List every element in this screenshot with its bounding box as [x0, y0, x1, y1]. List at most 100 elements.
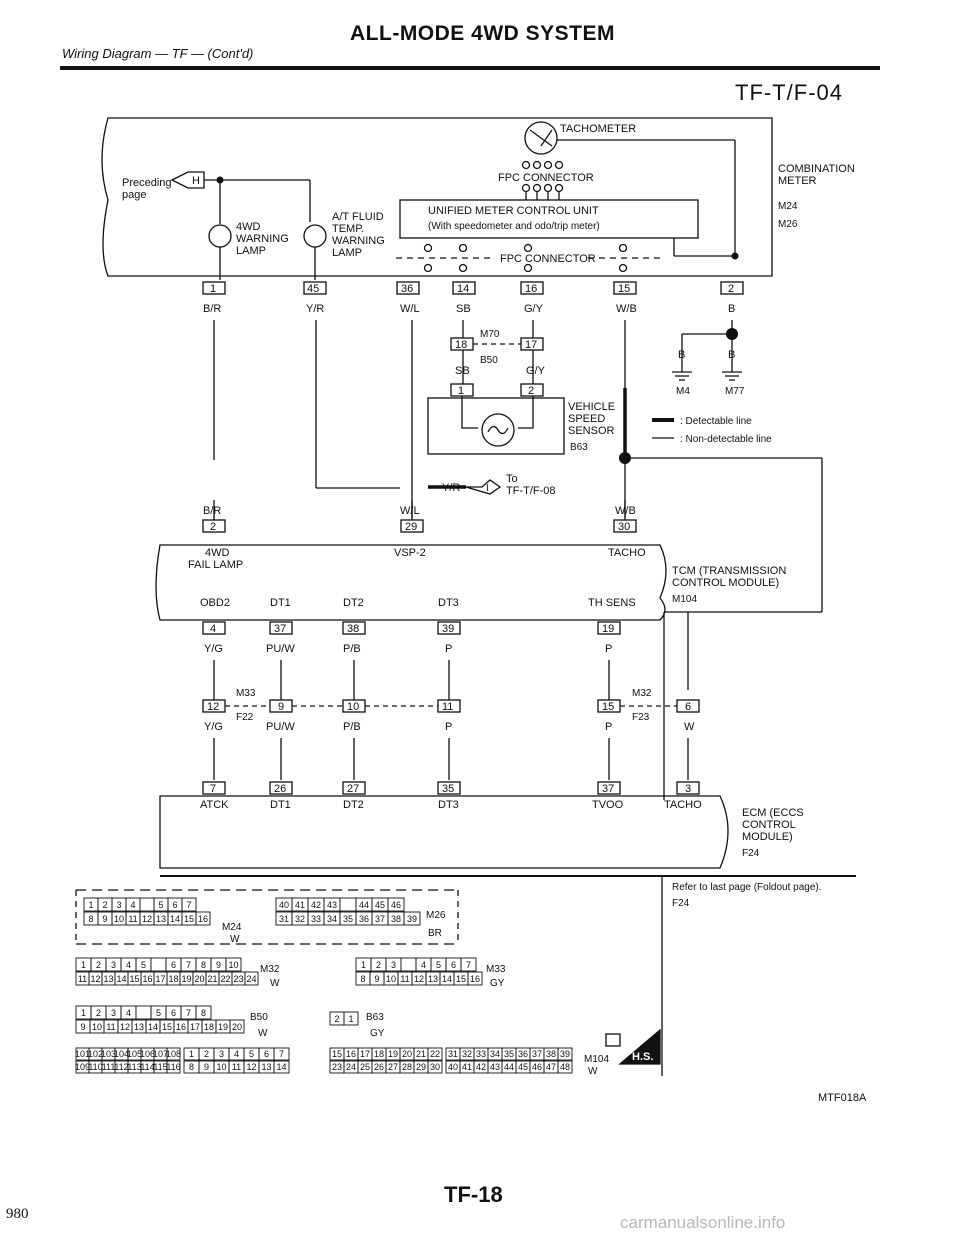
m104-c-bottom-pin: 27: [388, 1062, 398, 1072]
m104-d-bottom-pin: 41: [462, 1062, 472, 1072]
pin-row1: 16: [525, 283, 537, 295]
pin-tcm-top: 29: [405, 521, 417, 533]
m26-top-pin: 46: [391, 900, 401, 910]
pin-row4: 6: [685, 701, 691, 713]
lamp-atf-3: WARNING: [332, 235, 385, 247]
header-rule: [60, 66, 880, 70]
m24-bottom-cell: [195, 911, 211, 926]
pin-mid: 17: [525, 339, 537, 351]
m104-d-bottom-pin: 47: [546, 1062, 556, 1072]
b50-bottom-pin: 20: [232, 1022, 242, 1032]
m32-face-label: M32: [260, 964, 280, 975]
page-number: TF-18: [444, 1182, 503, 1207]
m104-c-top-pin: 21: [416, 1049, 426, 1059]
m104-c-bottom-pin: 23: [332, 1062, 342, 1072]
conn-f23: F23: [632, 712, 650, 723]
m26-bottom-pin: 38: [391, 914, 401, 924]
m32-top-pin: 1: [81, 960, 86, 970]
to-label-1: To: [506, 473, 518, 485]
m33-top-pin: 4: [421, 960, 426, 970]
m104-b-top-pin: 5: [249, 1049, 254, 1059]
m33-bottom-pin: 8: [360, 974, 365, 984]
b63-color: GY: [370, 1028, 385, 1039]
wire-row1: Y/R: [306, 303, 324, 315]
m104-d-top-cell: [557, 1047, 573, 1061]
wire-tcm-top: B/R: [203, 505, 221, 517]
m33-top-cell: [460, 957, 477, 972]
ecm-label: DT2: [343, 799, 364, 811]
m104-d-top-pin: 34: [490, 1049, 500, 1059]
m104-a-bottom-pin: 112: [114, 1062, 128, 1072]
m32-top-pin: 9: [216, 960, 221, 970]
m26-top-pin: 44: [359, 900, 369, 910]
m33-top-pin: 3: [391, 960, 396, 970]
m33-bottom-pin: 16: [470, 974, 480, 984]
m33-top-cell: [400, 957, 417, 972]
to-tag: I: [486, 483, 489, 494]
pin-tcm-bottom: 38: [347, 623, 359, 635]
conn-m77: M77: [725, 386, 745, 397]
wire-row1: W/L: [400, 303, 420, 315]
conn-m32: M32: [632, 688, 652, 699]
ecm-label: TVOO: [592, 799, 624, 811]
m32-top-pin: 3: [111, 960, 116, 970]
m32-bottom-pin: 15: [129, 974, 139, 984]
m33-bottom-pin: 14: [442, 974, 452, 984]
preceding-tag: H: [192, 175, 200, 187]
b50-bottom-pin: 10: [92, 1022, 102, 1032]
m104-c-bottom-pin: 29: [416, 1062, 426, 1072]
page-title: ALL-MODE 4WD SYSTEM: [350, 22, 615, 45]
pin-row4: 9: [278, 701, 284, 713]
m24-bottom-pin: 10: [114, 914, 124, 924]
m33-top-pin: 2: [376, 960, 381, 970]
m24-bottom-pin: 8: [88, 914, 93, 924]
m26-bottom-pin: 32: [295, 914, 305, 924]
ecm-title-3: MODULE): [742, 831, 793, 843]
pin-mid: 18: [455, 339, 467, 351]
m104-d-bottom-pin: 43: [490, 1062, 500, 1072]
m33-face-label: M33: [486, 964, 506, 975]
b50-top-pin: 2: [96, 1008, 101, 1018]
m104-a-bottom-pin: 115: [153, 1062, 167, 1072]
m26-top-cell: [339, 897, 357, 912]
tcm-top-label: VSP-2: [394, 547, 426, 559]
unified-meter-subtitle: (With speedometer and odo/trip meter): [428, 221, 600, 232]
m104-a-bottom-pin: 116: [166, 1062, 180, 1072]
b50-bottom-pin: 11: [106, 1022, 115, 1032]
m33-bottom-pin: 9: [374, 974, 379, 984]
b50-bottom-pin: 18: [204, 1022, 214, 1032]
b50-bottom-pin: 15: [162, 1022, 172, 1032]
m26-bottom-pin: 35: [343, 914, 353, 924]
m104-a-bottom-pin: 113: [127, 1062, 141, 1072]
conn-b50: B50: [480, 355, 498, 366]
wire-row1: B: [728, 303, 735, 315]
b50-bottom-cell: [229, 1019, 245, 1034]
tcm-top-label: FAIL LAMP: [188, 559, 243, 571]
m104-a-bottom-pin: 111: [102, 1062, 116, 1072]
tcm-top-label: 4WD: [205, 547, 230, 559]
pin-row1: 15: [618, 283, 630, 295]
m24-bottom-pin: 16: [198, 914, 208, 924]
conn-m4: M4: [676, 386, 690, 397]
pin-row4: 11: [442, 701, 453, 713]
m104-b-top-pin: 6: [264, 1049, 269, 1059]
pin-tcm-bottom: 4: [210, 623, 216, 635]
m104-c-top-pin: 19: [388, 1049, 398, 1059]
m26-top-pin: 45: [375, 900, 385, 910]
pin-ecm: 35: [442, 783, 454, 795]
conn-m104: M104: [672, 594, 697, 605]
m104-b-bottom-pin: 8: [189, 1062, 194, 1072]
corner-page-number: 980: [6, 1206, 29, 1222]
m104-c-top-cell: [427, 1047, 443, 1061]
wire-row4: PU/W: [266, 721, 295, 733]
m24-top-pin: 4: [130, 900, 135, 910]
m104-c-top-pin: 15: [332, 1049, 342, 1059]
b50-top-pin: 3: [111, 1008, 116, 1018]
pin-row4: 10: [347, 701, 359, 713]
refer-note: Refer to last page (Foldout page).: [672, 882, 822, 893]
conn-f24: F24: [742, 848, 760, 859]
wire-row1: W/B: [616, 303, 637, 315]
diagram-id: TF-T/F-04: [735, 80, 843, 105]
m104-a-top-pin: 105: [127, 1049, 142, 1059]
m104-a-top-pin: 102: [88, 1049, 103, 1059]
